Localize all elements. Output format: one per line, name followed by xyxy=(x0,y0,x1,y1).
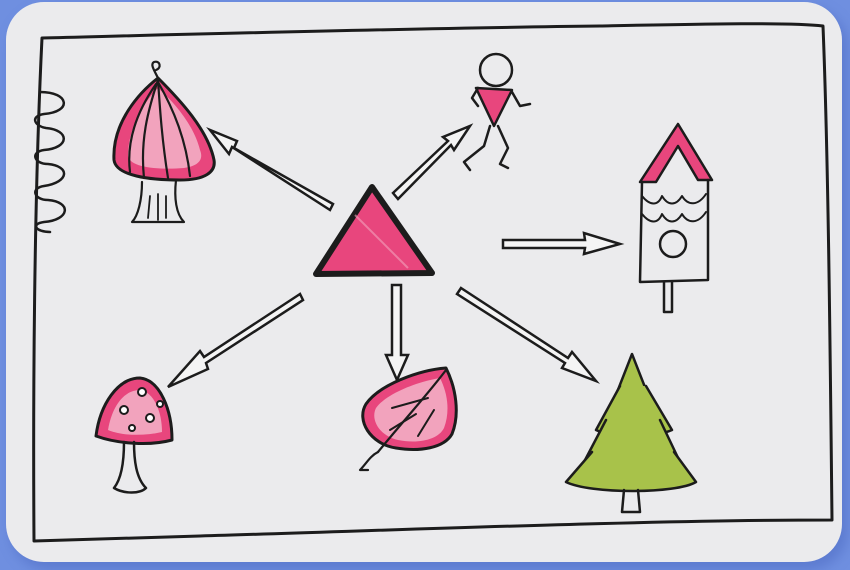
paper-card xyxy=(6,2,842,562)
